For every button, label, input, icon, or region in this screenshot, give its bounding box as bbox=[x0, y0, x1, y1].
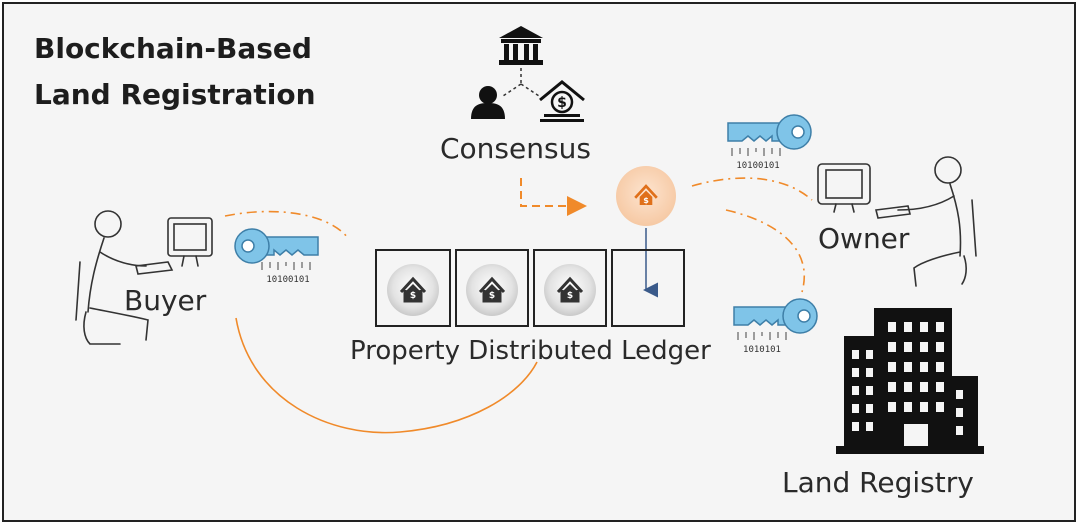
svg-text:$: $ bbox=[643, 195, 649, 205]
owner-key-binary: 10100101 bbox=[736, 161, 779, 171]
ledger-block-4 bbox=[611, 249, 685, 327]
owner-label: Owner bbox=[818, 222, 910, 255]
bank-icon bbox=[499, 26, 543, 65]
consensus-arrow bbox=[520, 178, 587, 216]
ledger-block-2 bbox=[455, 249, 529, 327]
new-block-house-icon: $ bbox=[616, 166, 676, 226]
owner-figure-icon bbox=[817, 156, 977, 287]
registry-label: Land Registry bbox=[782, 466, 974, 499]
owner-key-flow bbox=[691, 177, 813, 201]
consensus-connector bbox=[502, 68, 540, 97]
house-icon bbox=[544, 264, 596, 316]
ledger-block-3 bbox=[533, 249, 607, 327]
key-icon bbox=[733, 298, 818, 334]
house-icon bbox=[466, 264, 518, 316]
buyer-key-flow bbox=[224, 210, 349, 239]
title-line-1: Blockchain-Based bbox=[34, 32, 312, 65]
person-icon bbox=[471, 86, 505, 119]
house-icon bbox=[387, 264, 439, 316]
ledger-block-1 bbox=[375, 249, 451, 327]
title-line-2: Land Registration bbox=[34, 78, 316, 111]
key-icon bbox=[727, 114, 812, 150]
diagram-title: Blockchain-Based Land Registration bbox=[34, 26, 316, 118]
buyer-key-binary: 10100101 bbox=[266, 275, 309, 285]
building-windows bbox=[852, 322, 963, 446]
buyer-ledger-curve bbox=[235, 317, 538, 434]
ledger-label: Property Distributed Ledger bbox=[350, 336, 711, 366]
registry-key-flow bbox=[725, 209, 805, 293]
consensus-label: Consensus bbox=[440, 132, 591, 165]
svg-text:$: $ bbox=[557, 95, 567, 111]
key-circuit-lines bbox=[261, 148, 787, 340]
home-money-icon: $ bbox=[539, 80, 585, 122]
key-icon bbox=[234, 228, 319, 264]
buyer-label: Buyer bbox=[124, 284, 207, 317]
buyer-figure-icon bbox=[75, 210, 213, 345]
registry-key-binary: 1010101 bbox=[743, 345, 781, 355]
